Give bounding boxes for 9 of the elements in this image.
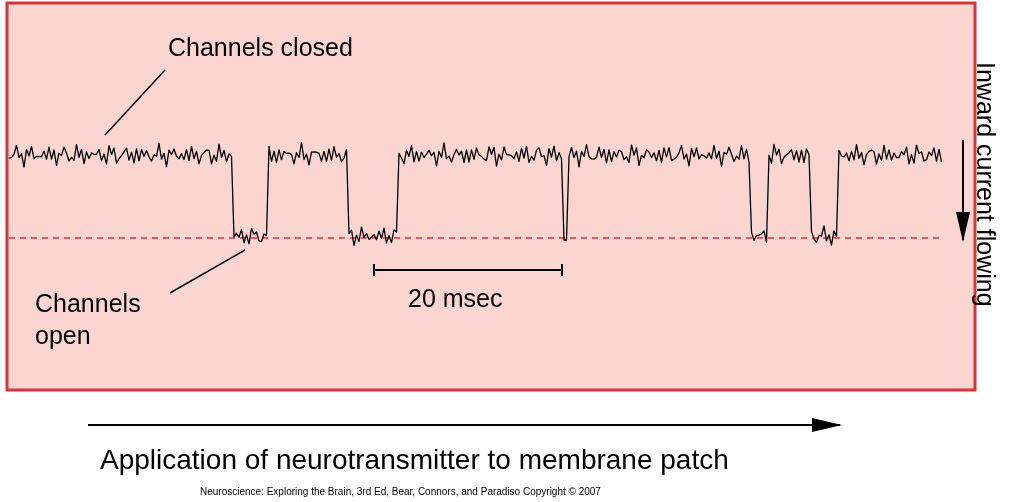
leader-line	[104, 69, 166, 136]
callout-label: Channels closed	[168, 33, 353, 62]
current-trace	[8, 141, 943, 247]
callout-label: Channels open	[35, 287, 175, 351]
axis-label: Inward current flowing	[971, 62, 1000, 307]
caption: Neuroscience: Exploring the Brain, 3rd Ed, Bear, Connors, and Paradiso Copyright © 2007	[200, 486, 601, 497]
scale-label: 20 msec	[408, 284, 503, 313]
axis-label: Application of neurotransmitter to membrane patch	[100, 444, 729, 476]
leader-line	[169, 249, 246, 294]
